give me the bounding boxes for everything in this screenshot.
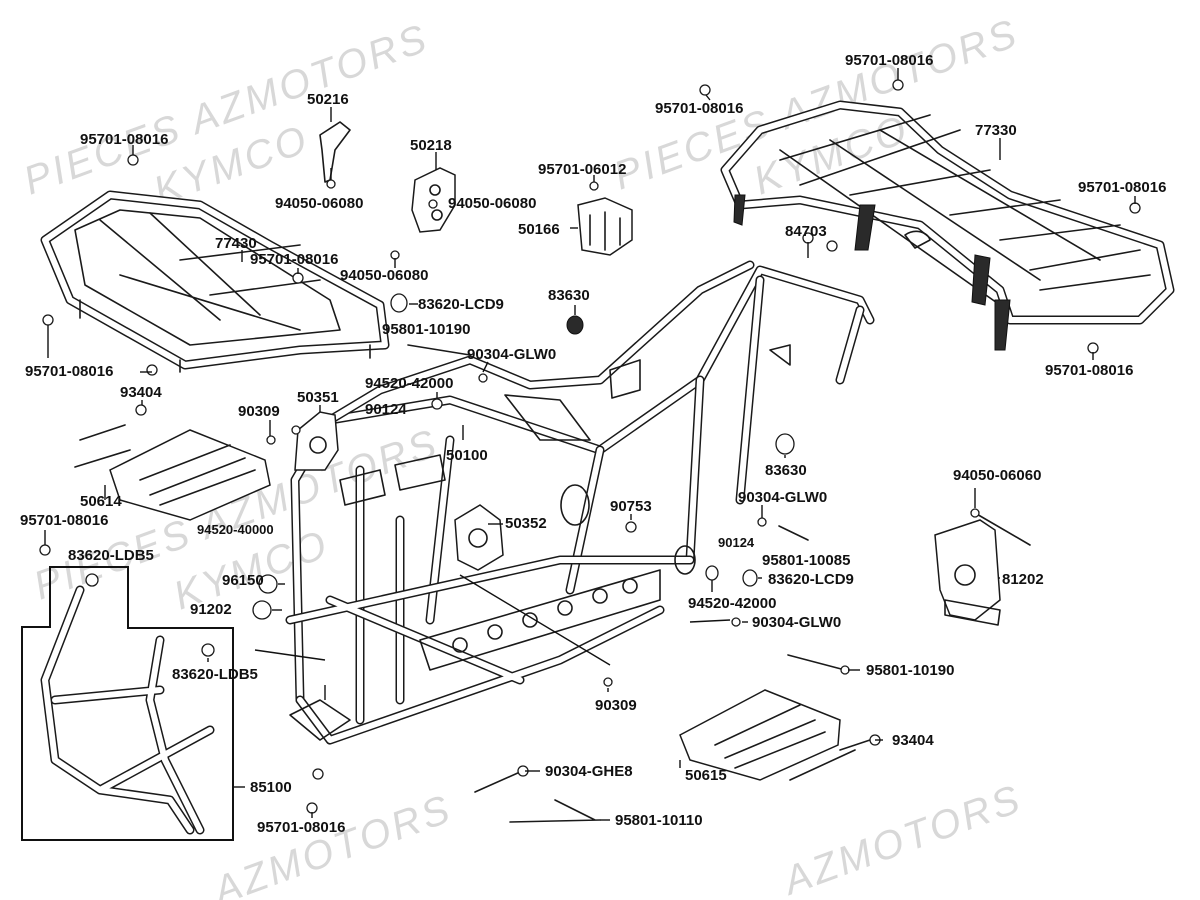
watermark-text: AZMOTORS xyxy=(776,777,1028,900)
part-label-95701-08016: 95701-08016 xyxy=(1078,179,1167,196)
part-label-50352: 50352 xyxy=(505,515,547,532)
part-label-90124: 90124 xyxy=(365,401,407,418)
part-label-91202: 91202 xyxy=(190,601,232,618)
part-label-77430: 77430 xyxy=(215,235,257,252)
plate-50352 xyxy=(454,504,504,571)
part-label-95701-08016: 95701-08016 xyxy=(257,819,346,836)
part-label-85100: 85100 xyxy=(250,779,292,796)
part-label-95701-06012: 95701-06012 xyxy=(538,161,627,178)
part-label-50166: 50166 xyxy=(518,221,560,238)
part-label-83630: 83630 xyxy=(765,462,807,479)
footrest-50614 xyxy=(109,429,271,521)
part-label-90309: 90309 xyxy=(238,403,280,420)
part-label-95801-10190: 95801-10190 xyxy=(866,662,955,679)
part-label-81202: 81202 xyxy=(1002,571,1044,588)
part-label-83620-LDB5: 83620-LDB5 xyxy=(68,547,154,564)
part-label-50100: 50100 xyxy=(446,447,488,464)
part-label-93404: 93404 xyxy=(120,384,162,401)
part-label-90304-GLW0: 90304-GLW0 xyxy=(738,489,828,506)
bracket-50216 xyxy=(319,121,351,183)
part-label-83620-LDB5: 83620-LDB5 xyxy=(172,666,258,683)
part-label-94050-06080: 94050-06080 xyxy=(340,267,429,284)
bumper-group-box xyxy=(21,566,234,841)
small-parts xyxy=(294,121,1001,626)
part-label-83620-LCD9: 83620-LCD9 xyxy=(768,571,854,588)
part-label-50216: 50216 xyxy=(307,91,349,108)
main-frame-50100 xyxy=(285,260,875,745)
part-label-95701-08016: 95701-08016 xyxy=(80,131,169,148)
part-label-95701-08016: 95701-08016 xyxy=(655,100,744,117)
front-rack-77430 xyxy=(40,190,390,373)
part-label-95701-08016: 95701-08016 xyxy=(250,251,339,268)
part-label-96150: 96150 xyxy=(222,572,264,589)
part-label-83630: 83630 xyxy=(548,287,590,304)
watermark-text: AZMOTORS xyxy=(206,787,458,900)
part-label-50614: 50614 xyxy=(80,493,122,510)
part-label-90304-GLW0: 90304-GLW0 xyxy=(752,614,842,631)
part-label-90309: 90309 xyxy=(595,697,637,714)
part-label-94050-06080: 94050-06080 xyxy=(448,195,537,212)
part-label-93404: 93404 xyxy=(892,732,934,749)
part-label-94520-42000: 94520-42000 xyxy=(688,595,777,612)
part-label-95701-08016: 95701-08016 xyxy=(20,512,109,529)
part-label-90753: 90753 xyxy=(610,498,652,515)
part-label-77330: 77330 xyxy=(975,122,1017,139)
part-label-95701-08016: 95701-08016 xyxy=(845,52,934,69)
part-label-50615: 50615 xyxy=(685,767,727,784)
part-label-94050-06060: 94050-06060 xyxy=(953,467,1042,484)
plate-81202 xyxy=(934,519,1001,621)
part-label-95801-10190: 95801-10190 xyxy=(382,321,471,338)
part-label-83620-LCD9: 83620-LCD9 xyxy=(418,296,504,313)
part-label-94520-42000: 94520-42000 xyxy=(365,375,454,392)
fasteners xyxy=(39,79,1141,823)
part-label-95801-10085: 95801-10085 xyxy=(762,552,851,569)
part-label-90124: 90124 xyxy=(718,535,755,550)
leader-lines xyxy=(44,68,1136,821)
footrests xyxy=(109,429,841,781)
bumper-85100 xyxy=(40,585,215,835)
part-label-94050-06080: 94050-06080 xyxy=(275,195,364,212)
part-label-95701-08016: 95701-08016 xyxy=(25,363,114,380)
part-label-95801-10110: 95801-10110 xyxy=(615,812,703,829)
part-label-84703: 84703 xyxy=(785,223,827,240)
part-label-50351: 50351 xyxy=(297,389,339,406)
rear-rack-77330 xyxy=(720,100,1175,351)
part-label-95701-08016: 95701-08016 xyxy=(1045,362,1134,379)
footrest-50615 xyxy=(679,689,841,781)
part-label-50218: 50218 xyxy=(410,137,452,154)
part-label-90304-GHE8: 90304-GHE8 xyxy=(545,763,633,780)
part-label-90304-GLW0: 90304-GLW0 xyxy=(467,346,557,363)
part-label-94520-40000: 94520-40000 xyxy=(197,522,274,537)
